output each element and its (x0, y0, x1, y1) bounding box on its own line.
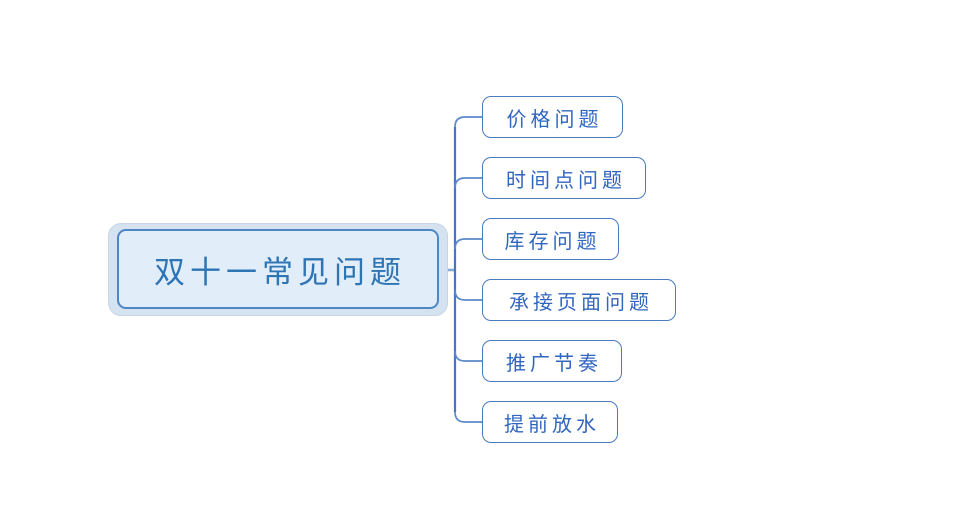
branch-node-label: 提前放水 (504, 413, 600, 436)
branch-node-label: 库存问题 (504, 230, 601, 253)
root-node[interactable]: 双十一常见问题 (108, 223, 448, 316)
branch-node-label: 推广节奏 (506, 352, 602, 375)
branch-node-label: 价格问题 (506, 108, 603, 131)
connector-branch-3 (454, 238, 482, 250)
branch-node-2[interactable]: 时间点问题 (482, 157, 646, 199)
branch-node-5[interactable]: 推广节奏 (482, 340, 622, 382)
branch-node-1[interactable]: 价格问题 (482, 96, 623, 138)
branch-node-label: 时间点问题 (506, 169, 626, 192)
root-node-label: 双十一常见问题 (154, 254, 406, 290)
connector-branch-6 (454, 411, 482, 423)
connector-branch-4 (454, 289, 482, 301)
connector-branch-1 (454, 116, 482, 128)
root-node-box[interactable]: 双十一常见问题 (117, 229, 439, 309)
connector-branch-2 (454, 177, 482, 189)
branch-node-3[interactable]: 库存问题 (482, 218, 619, 260)
branch-node-4[interactable]: 承接页面问题 (482, 279, 676, 321)
branch-node-label: 承接页面问题 (509, 291, 653, 314)
connector-branch-5 (454, 350, 482, 362)
branch-node-6[interactable]: 提前放水 (482, 401, 618, 443)
